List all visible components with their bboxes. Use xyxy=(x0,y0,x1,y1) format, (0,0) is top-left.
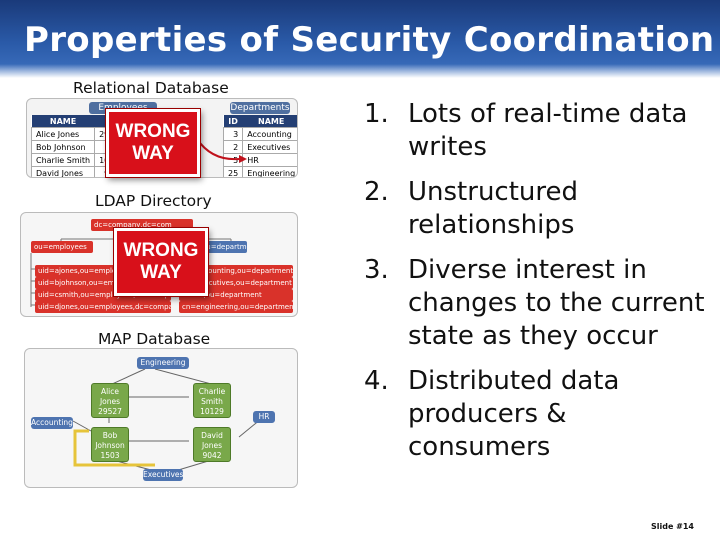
map-node-charlie: Charlie Smith 10129 xyxy=(193,383,231,418)
ldap-department-node: ou=department xyxy=(199,241,247,253)
map-node-bob: Bob Johnson 1503 xyxy=(91,427,129,462)
item-number: 1. xyxy=(364,99,389,129)
list-item: 4. Distributed data producers & consumers xyxy=(364,365,709,464)
item-text: Diverse interest in changes to the curre… xyxy=(408,255,705,351)
map-database-diagram: Engineering Alice Jones 29527 Charlie Sm… xyxy=(24,348,298,488)
ldap-employees-node: ou=employees xyxy=(31,241,93,253)
header-cell: NAME xyxy=(31,115,95,128)
wrong-text: WRONG xyxy=(123,240,199,261)
slide-title: Properties of Security Coordination xyxy=(24,20,715,60)
list-item: 3. Diverse interest in changes to the cur… xyxy=(364,254,709,353)
list-item: 2. Unstructured relationships xyxy=(364,176,709,242)
way-text: WAY xyxy=(132,143,174,164)
ldap-entry: cn=engineering,ou=department xyxy=(179,301,293,313)
ldap-entry: uid=djones,ou=employees,dc=company xyxy=(35,301,171,313)
item-text: Lots of real-time data writes xyxy=(408,99,688,162)
item-number: 2. xyxy=(364,177,389,207)
wrong-text: WRONG xyxy=(115,121,191,142)
header-cell: NAME xyxy=(242,115,297,128)
title-bar xyxy=(0,0,720,78)
slide-number: Slide #14 xyxy=(650,522,694,531)
map-node-accounting: Accounting xyxy=(31,417,73,429)
ldap-directory-label: LDAP Directory xyxy=(95,192,212,210)
map-database-label: MAP Database xyxy=(98,330,211,348)
map-node-executives: Executives xyxy=(143,469,184,481)
map-node-david: David Jones 9042 xyxy=(193,427,231,462)
map-node-engineering: Engineering xyxy=(137,357,189,369)
list-item: 1. Lots of real-time data writes xyxy=(364,98,709,164)
item-number: 3. xyxy=(364,255,389,285)
map-node-hr: HR xyxy=(253,411,275,423)
departments-table-title: Departments xyxy=(230,102,290,114)
relational-database-label: Relational Database xyxy=(73,79,229,97)
map-node-alice: Alice Jones 29527 xyxy=(91,383,129,418)
item-text: Unstructured relationships xyxy=(408,177,579,240)
properties-list: 1. Lots of real-time data writes 2. Unstru… xyxy=(364,98,709,476)
wrong-way-sign: WRONG WAY xyxy=(114,228,208,296)
header-cell: ID xyxy=(223,115,243,128)
wrong-way-sign: WRONG WAY xyxy=(106,109,200,177)
item-text: Distributed data producers & consumers xyxy=(408,366,620,462)
item-number: 4. xyxy=(364,366,389,396)
way-text: WAY xyxy=(140,262,182,283)
